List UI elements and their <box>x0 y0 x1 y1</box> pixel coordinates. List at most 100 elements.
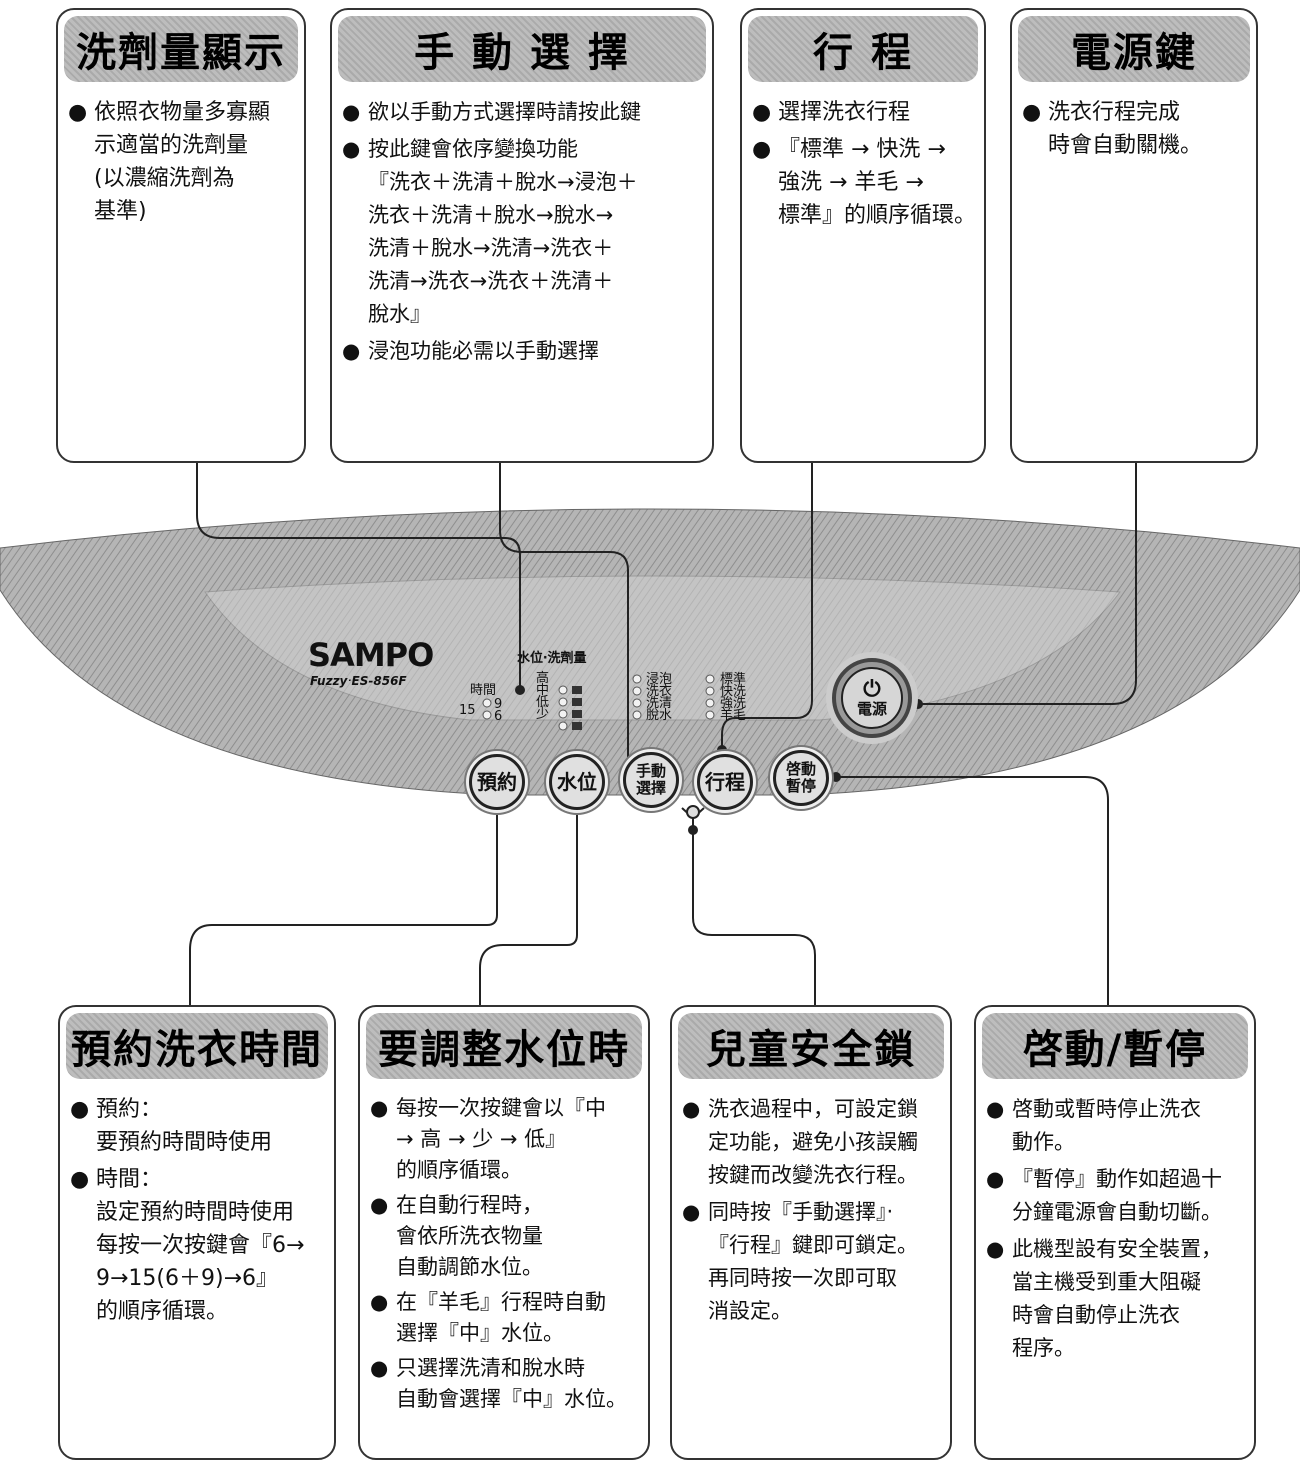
text-line: 欲以手動方式選擇時請按此鍵 <box>368 100 641 124</box>
course-button[interactable]: 行程 <box>697 754 753 810</box>
text-line: 動作。 <box>1012 1130 1075 1154</box>
brand-logo: SAMPO <box>308 636 434 674</box>
course-wool: 羊毛 <box>720 708 747 723</box>
power-icon: ⏻ <box>863 677 881 702</box>
text-line: 洗清＋脫水→洗清→洗衣＋ <box>368 236 614 260</box>
button-label: 電源 <box>856 700 887 718</box>
card-body: ● 欲以手動方式選擇時請按此鍵 ● 按此鍵會依序變換功能 『洗衣＋洗清＋脫水→浸… <box>342 96 704 372</box>
text-line: 『暫停』動作如超過十 <box>1012 1167 1222 1191</box>
text-line: 『標準 → 快洗 → <box>778 137 946 162</box>
text-line: 選擇『中』水位。 <box>396 1321 564 1345</box>
card-title: 電源鍵 <box>1018 16 1250 82</box>
text-line: 洗清→洗衣→洗衣＋洗清＋ <box>368 269 614 293</box>
card-water-level: 要調整水位時 ● 每按一次按鍵會以『中 → 高 → 少 → 低』 的順序循環。 … <box>358 1005 650 1460</box>
bullet-icon: ● <box>986 1167 1005 1191</box>
manual-select-button[interactable]: 手動 選擇 <box>623 752 679 808</box>
button-label: 水位 <box>557 770 597 794</box>
text-line: 9→15(6＋9)→6』 <box>96 1266 279 1291</box>
bullet-item: ● 欲以手動方式選擇時請按此鍵 <box>342 96 704 129</box>
model-label: Fuzzy‧ES-856F <box>310 674 407 688</box>
function-spin: 脫水 <box>646 708 673 723</box>
card-start-pause: 啓動/暫停 ● 啓動或暫時停止洗衣 動作。 ● 『暫停』動作如超過十 分鐘電源會… <box>974 1005 1256 1460</box>
text-line: 只選擇洗清和脫水時 <box>396 1356 585 1380</box>
card-title: 行 程 <box>748 16 978 82</box>
function-rinse: 洗清 <box>646 696 673 711</box>
card-title: 啓動/暫停 <box>982 1013 1248 1079</box>
callout-line-water <box>479 808 578 1005</box>
card-body: ● 啓動或暫時停止洗衣 動作。 ● 『暫停』動作如超過十 分鐘電源會自動切斷。 … <box>986 1093 1246 1369</box>
text-line: 『洗衣＋洗清＋脫水→浸泡＋ <box>368 170 638 194</box>
bullet-item: ● 只選擇洗清和脫水時 自動會選擇『中』水位。 <box>370 1353 640 1415</box>
bullet-icon: ● <box>68 100 88 125</box>
time-label: 時間 <box>470 683 497 698</box>
button-label: 啓動 <box>785 760 816 778</box>
bullet-icon: ● <box>370 1193 389 1217</box>
water-level-high: 高 <box>536 671 550 686</box>
bullet-icon: ● <box>752 137 772 162</box>
text-line: 每按一次按鍵會以『中 <box>396 1096 606 1120</box>
text-line: 會依所洗衣物量 <box>396 1224 543 1248</box>
card-title: 兒童安全鎖 <box>678 1013 944 1079</box>
text-line: 程序。 <box>1012 1336 1075 1360</box>
card-title: 手 動 選 擇 <box>338 16 706 82</box>
bullet-item: ● 選擇洗衣行程 <box>752 96 976 129</box>
text-line: 設定預約時間時使用 <box>96 1200 295 1225</box>
text-line: 再同時按一次即可取 <box>708 1266 897 1290</box>
text-line: 『行程』鍵即可鎖定。 <box>708 1233 918 1257</box>
bullet-item: ● 預約： 要預約時間時使用 <box>70 1093 326 1159</box>
text-line: 示適當的洗劑量 <box>94 133 249 158</box>
bullet-icon: ● <box>682 1097 701 1121</box>
course-quick: 快洗 <box>720 684 747 699</box>
child-lock-icon <box>681 805 705 820</box>
bullet-icon: ● <box>342 339 361 363</box>
card-child-lock: 兒童安全鎖 ● 洗衣過程中，可設定鎖 定功能，避免小孩誤觸 按鍵而改變洗衣行程。… <box>670 1005 952 1460</box>
text-line: 洗衣行程完成 <box>1048 100 1181 125</box>
water-level-low: 低 <box>536 695 550 710</box>
indicator-leds <box>482 674 715 731</box>
card-body: ● 洗衣行程完成 時會自動關機。 <box>1022 96 1248 166</box>
reserve-button[interactable]: 預約 <box>469 754 525 810</box>
bullet-icon: ● <box>986 1097 1005 1121</box>
function-wash: 洗衣 <box>646 684 673 699</box>
bullet-item: ● 同時按『手動選擇』‧ 『行程』鍵即可鎖定。 再同時按一次即可取 消設定。 <box>682 1196 942 1328</box>
bullet-item: ● 洗衣行程完成 時會自動關機。 <box>1022 96 1248 162</box>
bullet-icon: ● <box>986 1237 1005 1261</box>
bullet-item: ● 時間： 設定預約時間時使用 每按一次按鍵會『6→ 9→15(6＋9)→6』 … <box>70 1163 326 1328</box>
time-value-6: 6 <box>494 709 503 724</box>
water-level-button[interactable]: 水位 <box>549 754 605 810</box>
text-line: 標準』的順序循環。 <box>778 203 977 228</box>
card-body: ● 洗衣過程中，可設定鎖 定功能，避免小孩誤觸 按鍵而改變洗衣行程。 ● 同時按… <box>682 1093 942 1332</box>
power-button[interactable]: ⏻ 電源 <box>832 658 912 738</box>
button-label: 行程 <box>705 770 745 794</box>
text-line: 脫水』 <box>368 302 431 326</box>
card-power-key: 電源鍵 ● 洗衣行程完成 時會自動關機。 <box>1010 8 1258 463</box>
bullet-item: ● 按此鍵會依序變換功能 『洗衣＋洗清＋脫水→浸泡＋ 洗衣＋洗清＋脫水→脫水→ … <box>342 133 704 331</box>
button-label: 手動 <box>635 762 666 780</box>
text-line: 在自動行程時， <box>396 1193 543 1217</box>
bullet-item: ● 在『羊毛』行程時自動 選擇『中』水位。 <box>370 1287 640 1349</box>
start-pause-button[interactable]: 啓動 暫停 <box>773 750 829 806</box>
text-line: 自動會選擇『中』水位。 <box>396 1387 627 1411</box>
bullet-item: ● 『標準 → 快洗 → 強洗 → 羊毛 → 標準』的順序循環。 <box>752 133 976 232</box>
bullet-icon: ● <box>1022 100 1042 125</box>
text-line: (以濃縮洗劑為 <box>94 166 235 191</box>
function-soak: 浸泡 <box>646 672 673 687</box>
bullet-icon: ● <box>342 100 361 124</box>
text-line: 浸泡功能必需以手動選擇 <box>368 339 599 363</box>
text-line: 消設定。 <box>708 1299 792 1323</box>
text-line: 要預約時間時使用 <box>96 1130 273 1155</box>
callout-line-course <box>721 462 813 750</box>
text-line: → 高 → 少 → 低』 <box>396 1127 567 1151</box>
bullet-icon: ● <box>342 137 361 161</box>
card-reserve-time: 預約洗衣時間 ● 預約： 要預約時間時使用 ● 時間： 設定預約時間時使用 每按… <box>58 1005 336 1460</box>
bullet-item: ● 每按一次按鍵會以『中 → 高 → 少 → 低』 的順序循環。 <box>370 1093 640 1186</box>
text-line: 洗衣過程中，可設定鎖 <box>708 1097 918 1121</box>
bullet-icon: ● <box>370 1356 389 1380</box>
time-value-15: 15 <box>459 703 476 718</box>
bullet-icon: ● <box>370 1096 389 1120</box>
card-title: 要調整水位時 <box>366 1013 642 1079</box>
text-line: 分鐘電源會自動切斷。 <box>1012 1200 1222 1224</box>
text-line: 同時按『手動選擇』‧ <box>708 1200 894 1224</box>
water-level-medium: 中 <box>536 683 550 698</box>
text-line: 洗衣＋洗清＋脫水→脫水→ <box>368 203 614 227</box>
